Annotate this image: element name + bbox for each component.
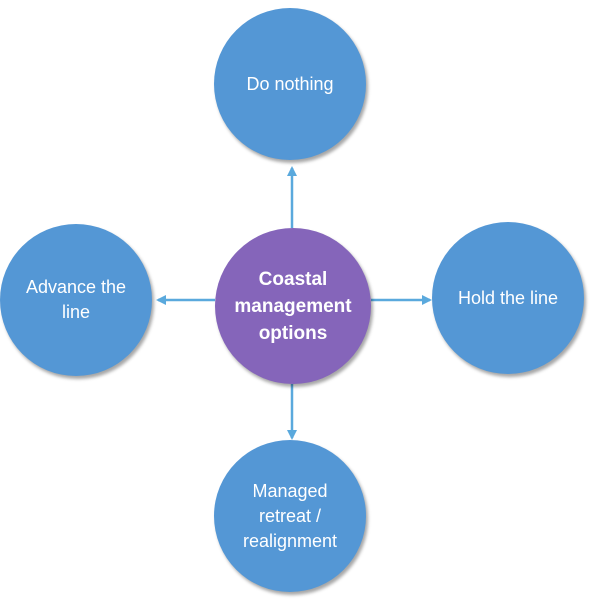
option-hold-the-line: Hold the line — [432, 222, 584, 374]
option-advance-the-line: Advance the line — [0, 224, 152, 376]
central-topic: Coastal management options — [215, 228, 371, 384]
option-do-nothing: Do nothing — [214, 8, 366, 160]
option-label-left: Advance the line — [25, 277, 127, 322]
option-label-right: Hold the line — [457, 287, 559, 308]
central-topic-label: Coastal management options — [234, 268, 352, 344]
option-label-top: Do nothing — [246, 73, 334, 94]
option-managed-retreat: Managed retreat / realignment — [214, 440, 366, 592]
option-label-bottom: Managed retreat / realignment — [242, 480, 338, 551]
